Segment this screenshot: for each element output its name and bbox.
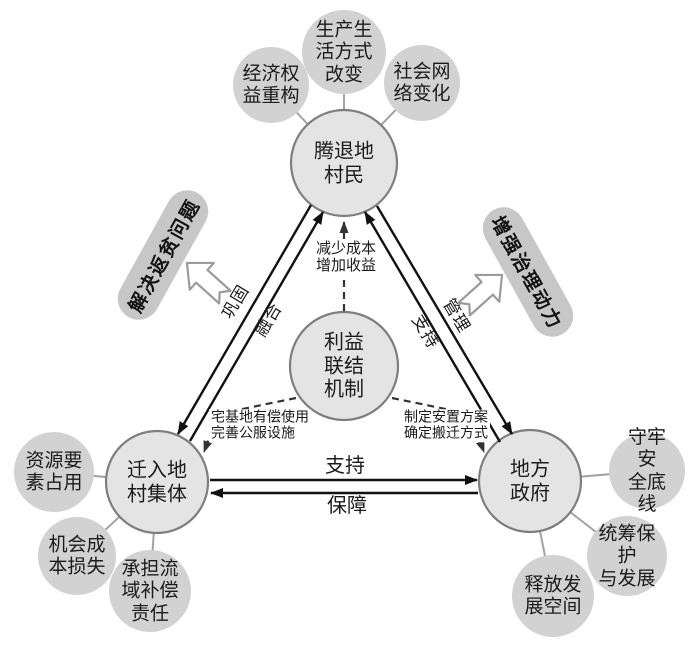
arrow-consolidate	[176, 204, 313, 435]
relation-arrows	[176, 204, 514, 498]
satellite-circle-safety-bottom-line	[609, 433, 685, 509]
satellite-circle-watershed-compensation	[109, 550, 191, 632]
arrow-manage	[375, 205, 514, 435]
satellite-circle-development-space	[512, 555, 594, 637]
node-circle-local-government	[477, 428, 583, 534]
arrow-integrate	[188, 211, 325, 442]
block-arrows	[185, 261, 504, 317]
node-circle-benefit-linkage-mechanism	[288, 310, 400, 422]
satellite-circle-lifestyle-change	[302, 10, 386, 94]
node-circle-relocated-villagers	[289, 108, 399, 218]
main-circles	[104, 108, 583, 535]
dashed-arrow-to-government	[391, 396, 486, 453]
block-arrow-left	[185, 261, 232, 305]
satellite-circles	[14, 10, 685, 637]
satellite-circle-resource-occupation	[14, 432, 94, 512]
satellite-circle-opportunity-cost	[38, 517, 116, 595]
dashed-arrow-to-collective	[202, 396, 297, 453]
node-circle-host-village-collective	[104, 429, 210, 535]
block-arrow-right	[457, 273, 504, 317]
arrow-support-up	[363, 211, 502, 443]
satellite-circle-protection-development	[587, 516, 667, 596]
satellite-circle-social-network	[384, 45, 460, 121]
mechanism-arrows	[202, 221, 486, 453]
satellite-circle-economic-rights	[233, 47, 309, 123]
